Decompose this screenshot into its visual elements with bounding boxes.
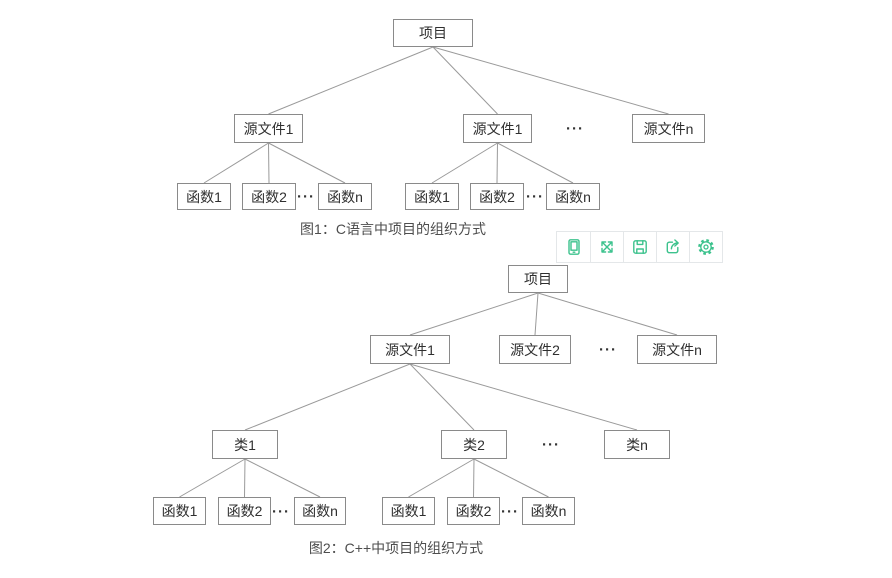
tree-node-figure-1-s2: 源文件1: [463, 114, 532, 143]
tree-edge: [473, 458, 549, 498]
figure1-caption: 图1：C语言中项目的组织方式: [300, 221, 486, 237]
figure2-caption: 图2：C++中项目的组织方式: [308, 540, 484, 556]
tree-node-figure-2-g2: 函数2: [218, 497, 271, 525]
tree-edge: [244, 458, 321, 498]
tree-node-figure-2-g5: 函数2: [447, 497, 500, 525]
tree-node-figure-2-g4: 函数1: [382, 497, 435, 525]
tree-node-figure-1-p: 项目: [393, 19, 473, 47]
settings-button[interactable]: [689, 232, 722, 262]
tree-node-figure-1-f4: 函数1: [405, 183, 459, 210]
save-button[interactable]: [623, 232, 656, 262]
tree-edge: [244, 363, 411, 431]
tree-node-figure-1-sn: 源文件n: [632, 114, 705, 143]
tree-node-figure-2-c1: 类1: [212, 430, 278, 459]
tree-edge: [534, 292, 539, 336]
tree-node-figure-1-f1: 函数1: [177, 183, 231, 210]
export-button[interactable]: [656, 232, 689, 262]
ellipsis-mark: ···: [566, 120, 584, 138]
tree-edge: [496, 142, 498, 184]
export-icon: [663, 237, 683, 257]
fullscreen-button[interactable]: [590, 232, 623, 262]
tree-node-figure-1-s1: 源文件1: [234, 114, 303, 143]
tree-edge: [179, 458, 246, 498]
tree-edge: [409, 363, 638, 431]
tree-node-figure-2-p: 项目: [508, 265, 568, 293]
tree-edge: [473, 458, 475, 498]
tree-node-figure-2-c2: 类2: [441, 430, 507, 459]
tree-edge: [268, 142, 346, 184]
tree-node-figure-2-s1: 源文件1: [370, 335, 450, 364]
tree-node-figure-2-g3: 函数n: [294, 497, 346, 525]
tree-edge: [268, 46, 434, 115]
tree-edge: [203, 142, 269, 184]
tree-node-figure-2-sn: 源文件n: [637, 335, 717, 364]
settings-icon: [696, 237, 716, 257]
ellipsis-mark: ···: [599, 341, 617, 359]
ellipsis-mark: ···: [542, 436, 560, 454]
tree-edge: [537, 292, 678, 336]
tree-edge: [244, 458, 246, 498]
device-preview-icon: [564, 237, 584, 257]
tree-node-figure-1-f6: 函数n: [546, 183, 600, 210]
tree-node-figure-2-g1: 函数1: [153, 497, 206, 525]
tree-edge: [268, 142, 270, 184]
ellipsis-mark: ···: [272, 503, 290, 521]
tree-edge: [497, 142, 574, 184]
ellipsis-mark: ···: [501, 503, 519, 521]
diagram-toolbar: [556, 231, 723, 263]
tree-edge: [408, 458, 475, 498]
fullscreen-icon: [597, 237, 617, 257]
tree-node-figure-1-f2: 函数2: [242, 183, 296, 210]
tree-node-figure-2-g6: 函数n: [522, 497, 575, 525]
device-preview-button[interactable]: [557, 232, 590, 262]
tree-edge: [431, 142, 498, 184]
tree-node-figure-1-f5: 函数2: [470, 183, 524, 210]
tree-edge: [432, 46, 669, 115]
tree-node-figure-1-f3: 函数n: [318, 183, 372, 210]
tree-edge: [432, 46, 498, 115]
tree-node-figure-2-s2: 源文件2: [499, 335, 571, 364]
ellipsis-mark: ···: [297, 188, 315, 206]
ellipsis-mark: ···: [526, 188, 544, 206]
save-icon: [630, 237, 650, 257]
tree-edge: [409, 363, 475, 431]
tree-node-figure-2-cn: 类n: [604, 430, 670, 459]
tree-edge: [409, 292, 539, 336]
